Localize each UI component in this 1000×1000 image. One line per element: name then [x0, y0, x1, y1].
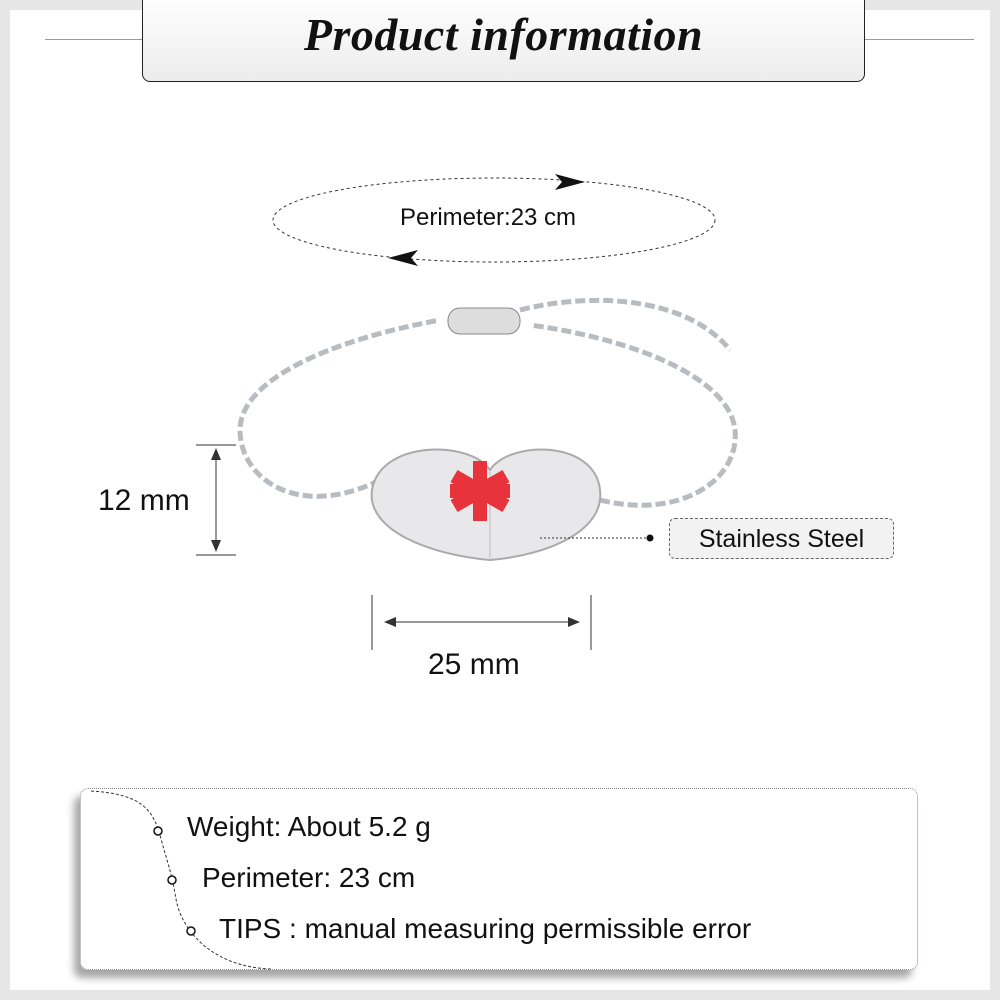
header-banner: Product information: [142, 0, 865, 82]
bullet-icon: [186, 926, 196, 936]
material-label: Stainless Steel: [669, 518, 894, 559]
bracelet-diagram: [196, 174, 738, 650]
bullet-icon: [153, 826, 163, 836]
bullet-icon: [167, 875, 177, 885]
arrow-left-icon: [388, 250, 418, 266]
height-label: 12 mm: [98, 484, 190, 517]
divider-right: [862, 39, 974, 40]
tips-info: TIPS : manual measuring permissible erro…: [219, 913, 752, 944]
chain-icon: [237, 297, 738, 508]
weight-info: Weight: About 5.2 g: [187, 811, 431, 842]
perimeter-label: Perimeter:23 cm: [400, 204, 577, 231]
perimeter-ellipse: [272, 177, 716, 263]
info-panel: Weight: About 5.2 g Perimeter: 23 cm TIP…: [80, 788, 918, 970]
clasp-icon: [447, 307, 521, 335]
dashed-curve: [90, 790, 272, 970]
divider-left: [45, 39, 145, 40]
arrow-right-icon: [555, 174, 585, 190]
page-title: Product information: [303, 9, 704, 60]
width-label: 25 mm: [428, 648, 520, 681]
perimeter-info: Perimeter: 23 cm: [202, 862, 416, 893]
medical-symbol-icon: [450, 461, 510, 521]
